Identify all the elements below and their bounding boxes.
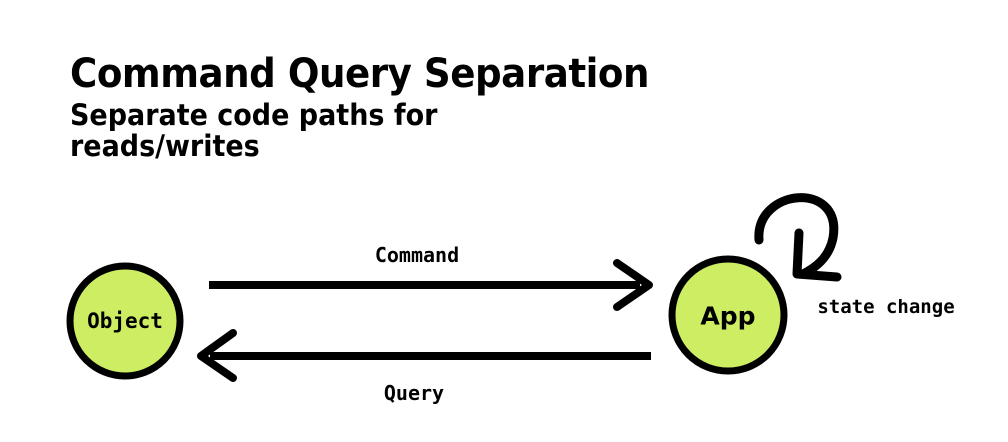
- edge-query: [197, 329, 651, 382]
- edge-state-change: [754, 193, 842, 282]
- edge-command: [209, 259, 653, 311]
- state-change-loop-arc: [754, 193, 839, 279]
- node-object-circle[interactable]: [66, 262, 184, 380]
- heading-block: Command Query Separation Separate code p…: [70, 52, 830, 162]
- page-title: Command Query Separation: [70, 51, 650, 97]
- state-change-arrowhead-icon: [792, 228, 842, 282]
- query-arrowhead-icon: [197, 329, 237, 382]
- node-app-circle[interactable]: [668, 255, 788, 375]
- command-arrowhead-icon: [613, 259, 653, 311]
- page-subtitle: Separate code paths for reads/writes: [70, 98, 438, 163]
